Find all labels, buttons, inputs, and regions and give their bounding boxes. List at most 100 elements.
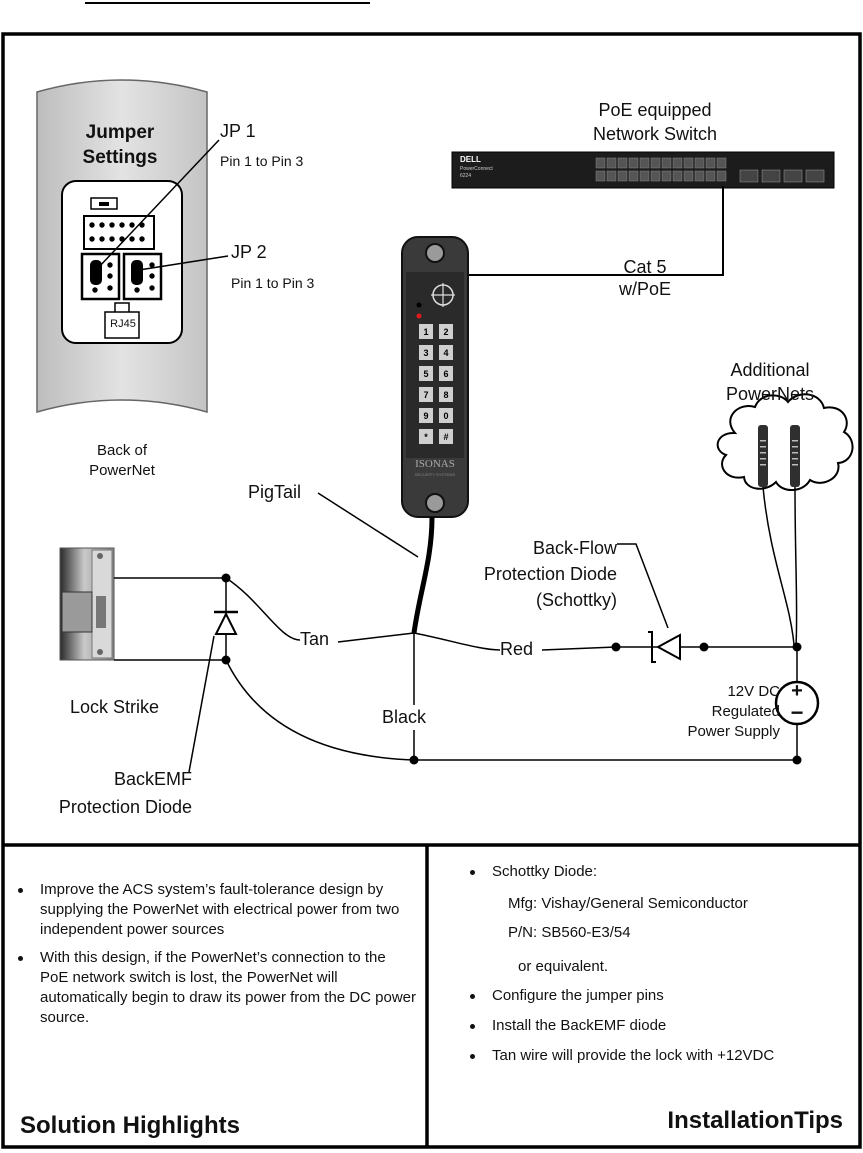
keypad-key	[439, 324, 453, 339]
red-label: Red	[500, 639, 534, 659]
switch-port	[617, 157, 628, 169]
switch-port	[661, 157, 672, 169]
keypad-key-label: 7	[423, 390, 428, 400]
switch-port	[672, 157, 683, 169]
keypad-key	[439, 366, 453, 381]
jumper-title-line1: Jumper	[85, 122, 155, 143]
reader-top-screw	[425, 243, 445, 263]
additional-line2: PowerNets	[725, 384, 815, 404]
mini-powernet-1	[758, 425, 768, 487]
tip-item: Install the BackEMF diode	[469, 1016, 774, 1036]
header-pin-dots	[89, 222, 145, 242]
pigtail-label: PigTail	[248, 482, 302, 502]
power-minus-sign: −	[790, 700, 804, 725]
switch-sfp-port	[805, 169, 825, 183]
switch-port	[683, 170, 694, 182]
installation-tips-panel: Schottky Diode: Mfg: Vishay/General Semi…	[436, 862, 856, 1064]
jp2-label: JP 2	[231, 242, 267, 262]
tan-label: Tan	[300, 629, 330, 649]
keypad-key-label: 5	[423, 369, 428, 379]
highlight-item: Improve the ACS system’s fault-tolerance…	[18, 880, 416, 940]
switch-port	[595, 157, 606, 169]
backflow-line2: Protection Diode	[483, 564, 617, 584]
backemf-leader-line	[188, 635, 215, 773]
rj45-port	[104, 311, 140, 339]
switch-model-line1: PowerConnect	[460, 166, 493, 172]
switch-port	[705, 170, 716, 182]
solution-highlights-title: Solution Highlights	[20, 1112, 240, 1139]
switch-port	[716, 157, 727, 169]
cat5-cable	[465, 186, 724, 276]
caption-line1: Back of	[96, 442, 148, 459]
cat5-line1: Cat 5	[623, 257, 667, 277]
additional-line1: Additional	[730, 360, 810, 380]
switch-port	[694, 170, 705, 182]
switch-sfp-port	[761, 169, 781, 183]
switch-port	[650, 170, 661, 182]
keypad-key-label: 9	[423, 411, 428, 421]
highlight-item: With this design, if the PowerNet’s conn…	[18, 949, 416, 1026]
highlights-list: Improve the ACS system’s fault-tolerance…	[6, 880, 416, 1028]
switch-port	[639, 170, 650, 182]
powernet-back-caption: Back of PowerNet	[62, 441, 182, 481]
keypad-key	[439, 387, 453, 402]
jp1-leader-line	[97, 139, 220, 269]
switch-sfp-port	[783, 169, 803, 183]
keypad-key-label: #	[443, 432, 448, 442]
switch-port	[595, 170, 606, 182]
reader-led-black	[416, 302, 422, 308]
lock-strike-label: Lock Strike	[70, 697, 160, 717]
switch-port	[639, 157, 650, 169]
switch-sfp-port	[739, 169, 759, 183]
rj45-label: RJ45	[110, 318, 136, 330]
power-line3: Power Supply	[687, 723, 780, 740]
switch-label-line1: PoE equipped	[598, 100, 712, 120]
switch-port	[694, 157, 705, 169]
tip-item: Tan wire will provide the lock with +12V…	[469, 1047, 775, 1064]
power-plus-sign: +	[791, 680, 803, 702]
schottky-bar	[648, 631, 656, 663]
switch-port	[606, 157, 617, 169]
tip-schottky: Schottky Diode:	[470, 862, 856, 882]
schottky-mfg: Mfg: Vishay/General Semiconductor	[508, 895, 748, 912]
switch-port	[683, 157, 694, 169]
jumper-settings-title: Jumper Settings	[60, 120, 180, 170]
keypad-key-label: 0	[443, 411, 448, 421]
backflow-line1: Back-Flow	[532, 538, 617, 558]
additional-powernets-cloud	[716, 393, 854, 491]
black-wire	[225, 659, 797, 761]
switch-port	[650, 157, 661, 169]
switch-port	[606, 170, 617, 182]
schottky-heading: Schottky Diode:	[492, 863, 598, 880]
outer-frame	[1, 32, 862, 1149]
switch-label: PoE equipped Network Switch	[550, 98, 760, 146]
keypad-key	[419, 366, 433, 381]
switch-ports	[595, 157, 825, 183]
keypad-key-label: 4	[443, 348, 448, 358]
pigtail-cable	[411, 516, 435, 634]
power-line2: Regulated	[711, 703, 780, 720]
backflow-leader-line	[617, 543, 669, 629]
keypad-key	[439, 345, 453, 360]
switch-port	[628, 170, 639, 182]
keypad-key	[419, 429, 433, 444]
keypad-key-label: 2	[443, 327, 448, 337]
keypad-key	[419, 345, 433, 360]
keypad-key-label: 1	[423, 327, 428, 337]
backemf-line1: BackEMF	[113, 769, 192, 789]
keypad-key-label: *	[424, 432, 428, 442]
power-supply-label: 12V DC Regulated Power Supply	[660, 682, 780, 742]
switch-port	[705, 157, 716, 169]
tan-wire	[225, 577, 415, 643]
jp1-label: JP 1	[220, 121, 256, 141]
switch-port	[617, 170, 628, 182]
keypad-key-label: 6	[443, 369, 448, 379]
additional-wire-1	[762, 486, 795, 646]
keypad-key-label: 3	[423, 348, 428, 358]
keypad-key	[439, 429, 453, 444]
additional-powernets-label: Additional PowerNets	[710, 358, 830, 406]
power-line1: 12V DC	[727, 683, 780, 700]
solution-highlights-panel: Improve the ACS system’s fault-tolerance…	[6, 880, 416, 1036]
